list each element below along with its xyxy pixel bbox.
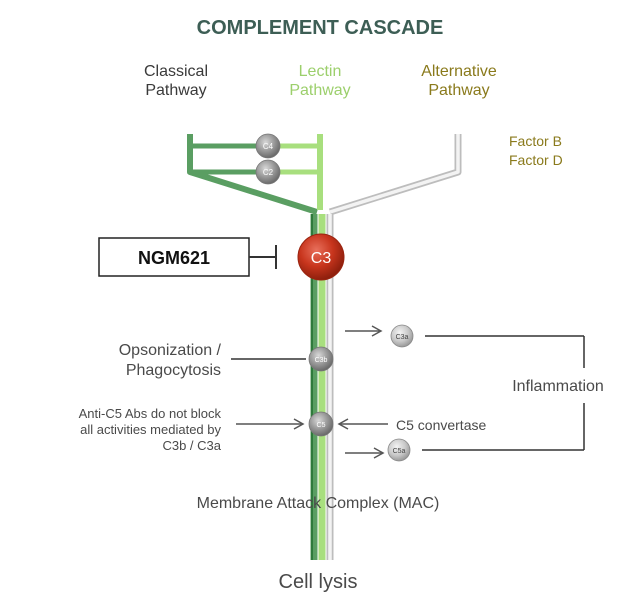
- c2-node: C2: [255, 159, 281, 185]
- diagram-title: COMPLEMENT CASCADE: [197, 17, 444, 39]
- c5-node-label: C5: [317, 422, 326, 429]
- anti-c5-arrow: [236, 418, 305, 430]
- mac-label: Membrane Attack Complex (MAC): [197, 495, 440, 512]
- opsonization-label-line1: Opsonization /: [119, 342, 222, 359]
- c3a-node-label: C3a: [396, 334, 409, 341]
- ngm621-label: NGM621: [138, 248, 210, 268]
- c5a-arrow: [345, 447, 385, 459]
- anti-c5-label-line3: C3b / C3a: [162, 438, 221, 453]
- cell-lysis-label: Cell lysis: [279, 571, 358, 593]
- opsonization-label-line2: Phagocytosis: [126, 362, 221, 379]
- c3a-node: C3a: [390, 324, 414, 348]
- c2-node-label: C2: [263, 168, 274, 177]
- inflammation-bracket: [422, 335, 585, 451]
- c5a-node: C5a: [387, 438, 411, 462]
- factor-d-label: Factor D: [509, 152, 563, 168]
- alternative-pathway-label-line2: Pathway: [428, 82, 489, 99]
- c5a-node-label: C5a: [393, 448, 406, 455]
- inflammation-label: Inflammation: [512, 378, 604, 395]
- classical-pathway-label-line2: Pathway: [145, 82, 206, 99]
- c3a-arrow: [345, 325, 383, 337]
- classical-pathway-label-line1: Classical: [144, 63, 208, 80]
- c4-node-label: C4: [263, 142, 274, 151]
- c5-node: C5: [308, 411, 334, 437]
- factor-b-label: Factor B: [509, 133, 562, 149]
- c3b-node: C3b: [308, 346, 334, 372]
- lectin-pathway-label-line2: Pathway: [289, 82, 350, 99]
- classical-pathway-bracket: [187, 134, 318, 215]
- lectin-pathway-label-line1: Lectin: [299, 63, 342, 80]
- ngm621-inhibitor: NGM621: [98, 237, 277, 277]
- c5-convertase-label: C5 convertase: [396, 417, 486, 433]
- c3-node: C3: [297, 233, 345, 281]
- alternative-pathway-bracket: [328, 134, 462, 216]
- c5-convertase-arrow: [337, 418, 388, 430]
- c3-node-label: C3: [311, 250, 332, 267]
- anti-c5-label-line2: all activities mediated by: [80, 422, 221, 437]
- lectin-pathway-bracket: [274, 134, 323, 210]
- c4-node: C4: [255, 133, 281, 159]
- alternative-pathway-label-line1: Alternative: [421, 63, 497, 80]
- anti-c5-label-line1: Anti-C5 Abs do not block: [79, 406, 222, 421]
- c3b-node-label: C3b: [315, 357, 328, 364]
